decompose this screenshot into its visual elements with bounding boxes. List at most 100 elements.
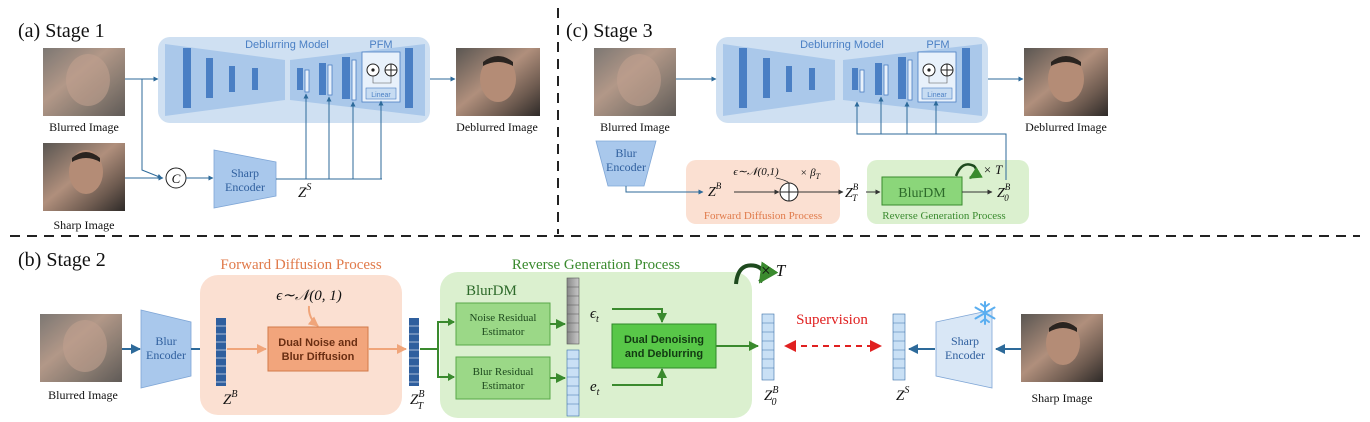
stage2-blur-encoder-line2: Encoder bbox=[146, 348, 186, 362]
stage2-dual-denoise-line1: Dual Denoising bbox=[624, 334, 704, 346]
stage2-eps-t: ϵt bbox=[590, 306, 599, 325]
stage3-loop-icon bbox=[954, 163, 983, 180]
stage3-linear-label: Linear bbox=[927, 92, 947, 99]
snowflake-icon bbox=[974, 301, 996, 325]
stage3-enc-block-4 bbox=[809, 68, 815, 90]
stage3-reverse-process-label: Reverse Generation Process bbox=[882, 210, 1005, 222]
stage2-zb-vector bbox=[216, 318, 226, 386]
stage2-sharp-encoder bbox=[935, 309, 993, 389]
stage3-pfm-label: PFM bbox=[926, 39, 949, 51]
stage3-beta: × βT bbox=[800, 167, 821, 181]
stage1-dec-block-1 bbox=[297, 68, 303, 90]
stage3-encoder-trapezoid bbox=[723, 44, 835, 116]
stage1-arrow-blur-to-concat bbox=[141, 79, 163, 179]
stage2-blurdm-label: BlurDM bbox=[466, 283, 517, 299]
stage3-noise-formula: ϵ∼𝒩(0,1) bbox=[733, 166, 779, 178]
stage3-zb: ZB bbox=[708, 181, 722, 200]
stage2-dual-denoise-box bbox=[611, 323, 717, 369]
stage2-dual-noise-line2: Blur Diffusion bbox=[282, 351, 355, 363]
stage2-blur-encoder bbox=[140, 309, 192, 389]
stage3-enc-block-1 bbox=[739, 48, 747, 108]
stage3-deblurring-model-label: Deblurring Model bbox=[800, 39, 884, 51]
stage3-times-t: × T bbox=[983, 162, 1003, 177]
stage3-blurred-image-label: Blurred Image bbox=[600, 120, 670, 134]
stage1-encoder-trapezoid bbox=[165, 44, 285, 116]
stage1-sharp-encoder-line1: Sharp bbox=[231, 166, 259, 180]
stage2-eps-vector bbox=[566, 277, 580, 345]
stage1-sharp-image-label: Sharp Image bbox=[54, 218, 115, 232]
stage1-blurred-image bbox=[43, 48, 125, 116]
stage2-noise-estimator-line2: Estimator bbox=[482, 326, 525, 338]
stage2-e-t: et bbox=[590, 379, 600, 398]
stage3-deblurred-image bbox=[1024, 48, 1108, 116]
stage2-reverse-process-label: Reverse Generation Process bbox=[512, 257, 680, 273]
stage1-deblurred-image-label: Deblurred Image bbox=[456, 120, 538, 134]
stage1-pfm-feature-2 bbox=[327, 64, 333, 96]
stage2-noise-estimator-line1: Noise Residual bbox=[470, 312, 537, 324]
stage2-e-vector bbox=[566, 349, 580, 417]
stage2-supervision-label: Supervision bbox=[796, 312, 868, 328]
stage2-title: (b) Stage 2 bbox=[18, 249, 106, 271]
stage2-arrow-e-to-denoise bbox=[612, 368, 667, 386]
stage1-deblurred-image bbox=[456, 48, 540, 116]
stage1-pfm-feature-3 bbox=[351, 59, 357, 101]
stage2-sharp-image bbox=[1021, 314, 1103, 382]
stage3-dec-block-2 bbox=[875, 63, 882, 95]
stage2-sharp-image-label: Sharp Image bbox=[1032, 391, 1093, 405]
stage2-zb: ZB bbox=[223, 389, 237, 408]
stage1-linear-box bbox=[365, 87, 397, 100]
stage2-forward-process-label: Forward Diffusion Process bbox=[220, 257, 382, 273]
stage3-enc-block-3 bbox=[786, 66, 792, 92]
stage3-pfm-feature-2 bbox=[883, 64, 889, 96]
stage1-pfm-label: PFM bbox=[369, 39, 392, 51]
stage2-zt-vector bbox=[409, 318, 419, 386]
stage2-noise-estimator bbox=[455, 302, 551, 346]
stage1-sharp-image bbox=[43, 143, 125, 211]
stage2-arrow-noise-to-dual bbox=[307, 305, 319, 327]
stage1-dec-block-3 bbox=[342, 57, 350, 99]
stage3-linear-box bbox=[921, 87, 953, 100]
stage3-enc-block-2 bbox=[763, 58, 770, 98]
stage2-sharp-encoder-line2: Encoder bbox=[945, 348, 985, 362]
stage1-sharp-encoder bbox=[213, 149, 277, 209]
stage3-title: (c) Stage 3 bbox=[566, 20, 653, 42]
stage3-dec-block-1 bbox=[852, 68, 858, 90]
stage1-enc-block-2 bbox=[206, 58, 213, 98]
stage2-loop-icon bbox=[734, 261, 779, 285]
stage2-blur-estimator-line1: Blur Residual bbox=[473, 366, 534, 378]
stage2-blurred-image-label: Blurred Image bbox=[48, 388, 118, 402]
stage2-zs: ZS bbox=[896, 385, 909, 404]
stage2-zs-vector bbox=[892, 313, 906, 381]
stage1-linear-label: Linear bbox=[371, 92, 391, 99]
stage1-zs: ZS bbox=[298, 182, 311, 201]
stage1-concat-label: C bbox=[172, 171, 181, 186]
stage3-pfm-feature-3 bbox=[907, 59, 913, 101]
stage3-blur-encoder-line1: Blur bbox=[615, 146, 636, 160]
stage3-forward-process-label: Forward Diffusion Process bbox=[704, 210, 822, 222]
stage2-arrow-eps-to-denoise bbox=[612, 308, 667, 323]
stage3-dec-block-4 bbox=[962, 48, 970, 108]
stage3-blurdm-label: BlurDM bbox=[898, 186, 946, 201]
stage3-deblurred-image-label: Deblurred Image bbox=[1025, 120, 1107, 134]
stage3-blur-encoder-line2: Encoder bbox=[606, 160, 646, 174]
stage1-enc-block-3 bbox=[229, 66, 235, 92]
stage2-blur-estimator bbox=[455, 356, 551, 400]
stage3-blur-encoder bbox=[595, 140, 657, 187]
stage2-blurred-image bbox=[40, 314, 122, 382]
stage2-dual-noise-box bbox=[267, 326, 369, 372]
stage3-blurdm-box bbox=[881, 176, 963, 206]
stage1-blurred-image-label: Blurred Image bbox=[49, 120, 119, 134]
stage3-pfm-feature-1 bbox=[859, 69, 865, 93]
stage2-blur-estimator-line2: Estimator bbox=[482, 380, 525, 392]
stage3-arrow-encoder-to-zb bbox=[625, 186, 704, 195]
stage1-deblurring-model-label: Deblurring Model bbox=[245, 39, 329, 51]
stage3-blurred-image bbox=[594, 48, 676, 116]
stage1-sharp-encoder-line2: Encoder bbox=[225, 180, 265, 194]
stage1-dec-block-2 bbox=[319, 63, 326, 95]
stage3-noise-curve bbox=[775, 177, 790, 184]
stage2-z0-vector bbox=[761, 313, 775, 381]
stage1-title: (a) Stage 1 bbox=[18, 20, 105, 42]
